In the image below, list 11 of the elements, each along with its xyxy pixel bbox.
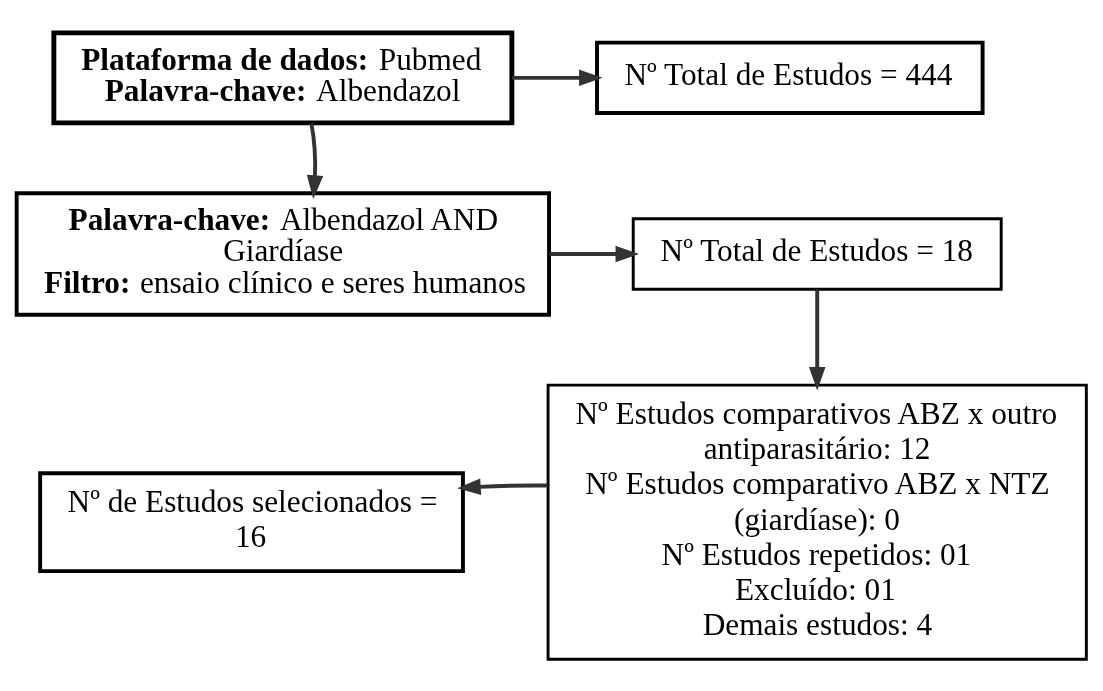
node-box: Palavra-chave: Albendazol AND Giardíase Filtro: ensaio clínico e seres humanos (14, 190, 551, 317)
arrow (549, 245, 640, 262)
arrow (457, 478, 548, 495)
node-box: Nº Estudos comparativos ABZ x outro antiparasitário: 12 Nº Estudos comparativo ABZ x NTZ (giardíase): 0 Nº Estudos repetidos: 01 Excluído: 01 Demais estudos: 4 (546, 383, 1088, 661)
node-box: Nº de Estudos selecionados = 16 (38, 470, 465, 573)
node-box: Nº Total de Estudos = 444 (595, 40, 985, 115)
node-box: Plataforma de dados: Pubmed Palavra-chave: Albendazol (51, 29, 515, 125)
node-box: Nº Total de Estudos = 18 (631, 216, 1003, 291)
arrow (306, 122, 324, 199)
arrow (808, 288, 826, 391)
arrow (512, 69, 603, 86)
